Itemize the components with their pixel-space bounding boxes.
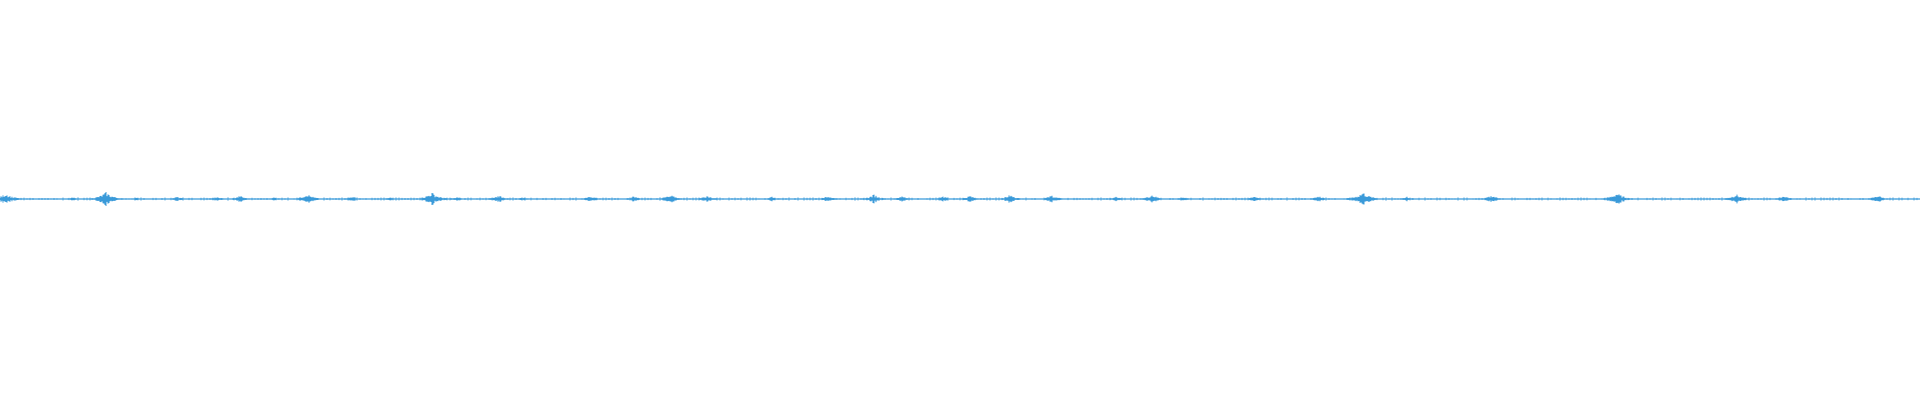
- waveform-burst: [1101, 196, 1131, 202]
- waveform-burst: [1392, 196, 1422, 202]
- waveform-noise: [0, 197, 1918, 201]
- waveform-burst: [1303, 196, 1335, 202]
- waveform-burst: [261, 197, 289, 201]
- waveform-burst: [84, 191, 128, 207]
- waveform-burst: [856, 194, 892, 204]
- waveform-burst: [1768, 196, 1800, 202]
- waveform-burst: [954, 196, 986, 202]
- waveform-burst: [1596, 194, 1638, 204]
- waveform-burst: [59, 197, 87, 201]
- waveform-burst: [992, 195, 1028, 203]
- waveform-burst: [618, 196, 650, 202]
- waveform-bursts: [0, 191, 1918, 207]
- waveform-burst: [411, 193, 453, 205]
- waveform-burst: [1341, 193, 1385, 205]
- waveform-burst: [1239, 196, 1269, 202]
- waveform-burst: [652, 195, 688, 203]
- waveform-burst: [162, 197, 192, 201]
